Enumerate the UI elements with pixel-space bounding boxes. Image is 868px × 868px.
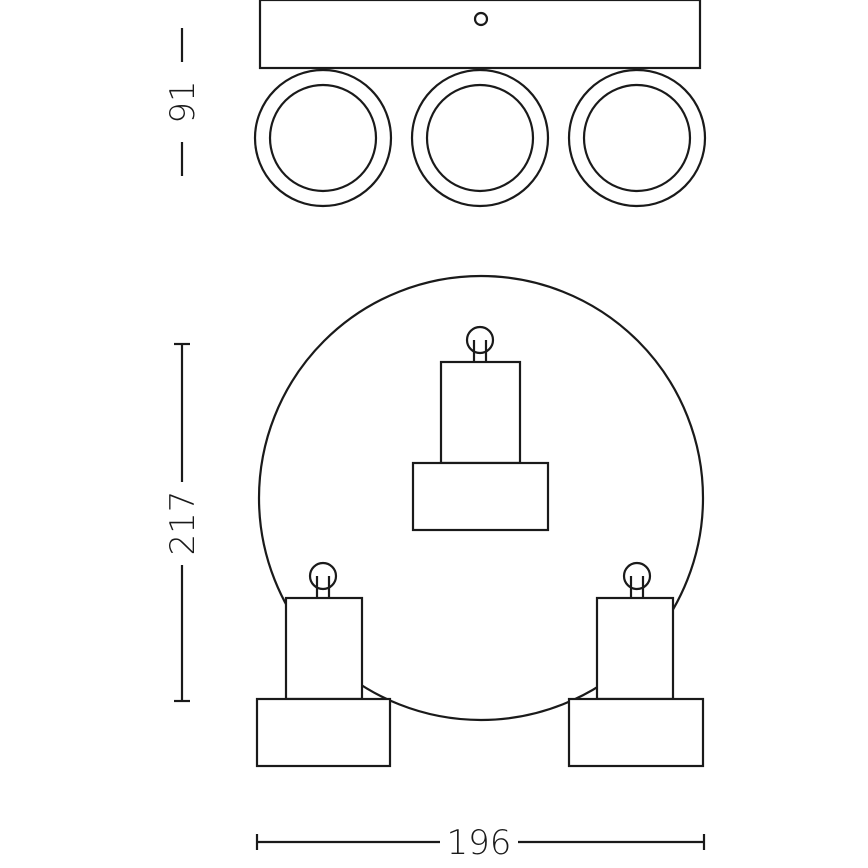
spot-head-top-right xyxy=(567,68,707,208)
mounting-screw-hole xyxy=(473,11,489,27)
depth-dimension-label: 91 xyxy=(163,80,203,123)
height-dimension: 217 xyxy=(163,342,203,703)
depth-dimension: 91 xyxy=(163,28,203,176)
spotlight-left xyxy=(255,561,392,768)
front-view xyxy=(255,274,705,768)
height-dimension-label: 217 xyxy=(163,491,203,556)
top-view xyxy=(253,0,707,208)
mounting-bar xyxy=(258,0,702,70)
spotlight-top xyxy=(411,325,550,532)
spot-head-top-left xyxy=(253,68,393,208)
width-dimension-label: 196 xyxy=(447,823,512,863)
spotlight-right xyxy=(567,561,705,768)
width-dimension: 196 xyxy=(255,823,706,863)
spot-head-top-center xyxy=(410,68,550,208)
base-plate xyxy=(257,274,705,722)
